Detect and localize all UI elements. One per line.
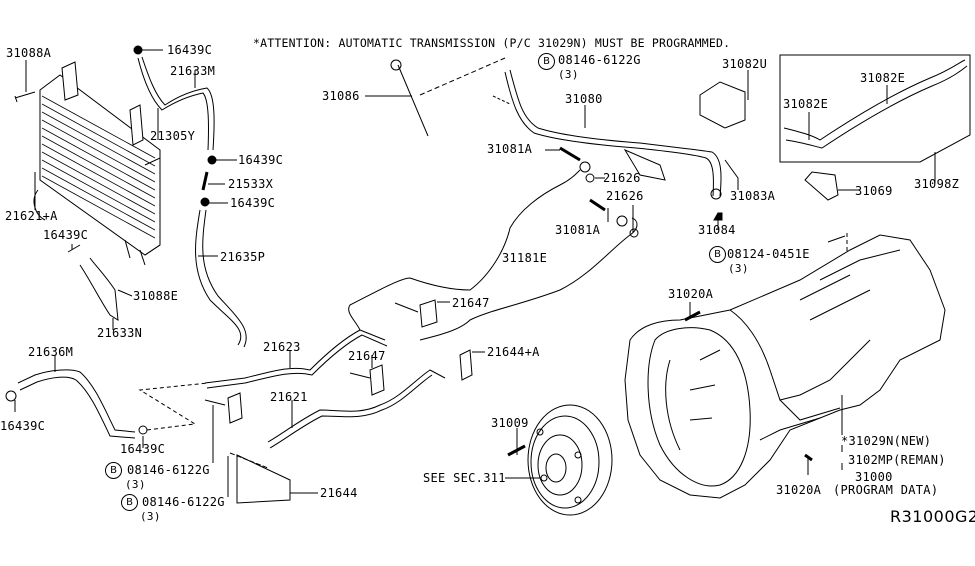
qty-08146-6122G-1: (3) <box>125 478 146 491</box>
qty-08146-6122G-3: (3) <box>558 68 579 81</box>
part-label-21633M[interactable]: 21633M <box>170 64 216 78</box>
qty-08124-0451E: (3) <box>728 262 749 275</box>
qty-08146-6122G-2: (3) <box>140 510 161 523</box>
part-label-31069[interactable]: 31069 <box>855 184 893 198</box>
part-label-16439C-mid2[interactable]: 16439C <box>230 196 276 210</box>
hose-21633M-shape <box>141 56 215 151</box>
part-label-31082E-left[interactable]: 31082E <box>783 97 829 111</box>
bolt-31088A-shape <box>14 91 36 103</box>
part-label-16439C-mid1[interactable]: 16439C <box>238 153 284 167</box>
part-label-21623[interactable]: 21623 <box>263 340 301 354</box>
bolt-symbol-3: B <box>538 53 555 70</box>
part-label-16439C-lower-left[interactable]: 16439C <box>0 419 46 433</box>
part-label-21644[interactable]: 21644 <box>320 486 358 500</box>
part-label-16439C-lower-mid[interactable]: 16439C <box>120 442 166 456</box>
bracket-31069-shape <box>804 171 839 201</box>
part-label-31080[interactable]: 31080 <box>565 92 603 106</box>
part-label-08146-6122G-1[interactable]: 08146-6122G <box>127 463 210 477</box>
part-label-31088E[interactable]: 31088E <box>133 289 179 303</box>
transmission-31000-illustration <box>624 234 946 499</box>
part-label-31083A[interactable]: 31083A <box>730 189 776 203</box>
part-label-31086[interactable]: 31086 <box>322 89 360 103</box>
part-label-21647-lower[interactable]: 21647 <box>348 349 386 363</box>
bolt-symbol-2: B <box>121 494 138 511</box>
part-label-21644-A[interactable]: 21644+A <box>487 345 540 359</box>
part-label-21647-upper[interactable]: 21647 <box>452 296 490 310</box>
bolt-symbol-1: B <box>105 462 122 479</box>
bolt-symbol-4: B <box>709 246 726 263</box>
part-label-08146-6122G-2[interactable]: 08146-6122G <box>142 495 225 509</box>
oil-cooler-illustration <box>33 61 161 266</box>
see-section-reference[interactable]: SEE SEC.311 <box>423 471 506 485</box>
part-label-21533X[interactable]: 21533X <box>228 177 274 191</box>
part-label-21635P[interactable]: 21635P <box>220 250 266 264</box>
part-label-31082U[interactable]: 31082U <box>722 57 768 71</box>
hose-21635P-shape <box>195 209 247 348</box>
part-label-31009[interactable]: 31009 <box>491 416 529 430</box>
bracket-31082U-shape <box>699 81 746 129</box>
part-label-16439C-top[interactable]: 16439C <box>167 43 213 57</box>
tube-31080-shape <box>504 69 722 197</box>
box-31098Z <box>779 54 971 163</box>
part-label-31088A[interactable]: 31088A <box>6 46 52 60</box>
bracket-21644-shape <box>236 454 291 504</box>
part-label-21305Y[interactable]: 21305Y <box>150 129 196 143</box>
part-label-31000[interactable]: 31000 <box>855 470 893 484</box>
part-label-21626-1[interactable]: 21626 <box>603 171 641 185</box>
part-label-21626-2[interactable]: 21626 <box>606 189 644 203</box>
hose-21633N-shape <box>79 257 119 321</box>
part-label-31081A-2[interactable]: 31081A <box>555 223 601 237</box>
line-21621-shape <box>267 369 446 449</box>
part-label-08146-6122G-3[interactable]: 08146-6122G <box>558 53 641 67</box>
part-label-31084[interactable]: 31084 <box>698 223 736 237</box>
part-label-31029N-new[interactable]: *31029N(NEW) <box>841 434 932 448</box>
part-label-31181E[interactable]: 31181E <box>502 251 548 265</box>
part-label-16439C-left[interactable]: 16439C <box>43 228 89 242</box>
hose-21636M-shape <box>17 369 136 439</box>
part-label-31020A-bottom[interactable]: 31020A <box>776 483 822 497</box>
part-label-21621-A[interactable]: 21621+A <box>5 209 58 223</box>
line-21623-shape <box>204 169 581 384</box>
part-label-21636M[interactable]: 21636M <box>28 345 74 359</box>
dipstick-31086-shape <box>397 64 429 137</box>
part-label-31082E-right[interactable]: 31082E <box>860 71 906 85</box>
part-label-3102MP-reman[interactable]: 3102MP(REMAN) <box>848 453 946 467</box>
program-data-label: (PROGRAM DATA) <box>833 483 939 497</box>
part-label-21633N[interactable]: 21633N <box>97 326 143 340</box>
diagram-reference-code: R31000G2 <box>890 507 975 526</box>
part-label-31020A-top[interactable]: 31020A <box>668 287 714 301</box>
part-label-21621[interactable]: 21621 <box>270 390 308 404</box>
part-label-08124-0451E[interactable]: 08124-0451E <box>727 247 810 261</box>
torque-converter-illustration <box>527 404 613 516</box>
part-label-31081A-1[interactable]: 31081A <box>487 142 533 156</box>
attention-note: *ATTENTION: AUTOMATIC TRANSMISSION (P/C … <box>253 36 731 50</box>
part-label-31098Z[interactable]: 31098Z <box>914 177 960 191</box>
